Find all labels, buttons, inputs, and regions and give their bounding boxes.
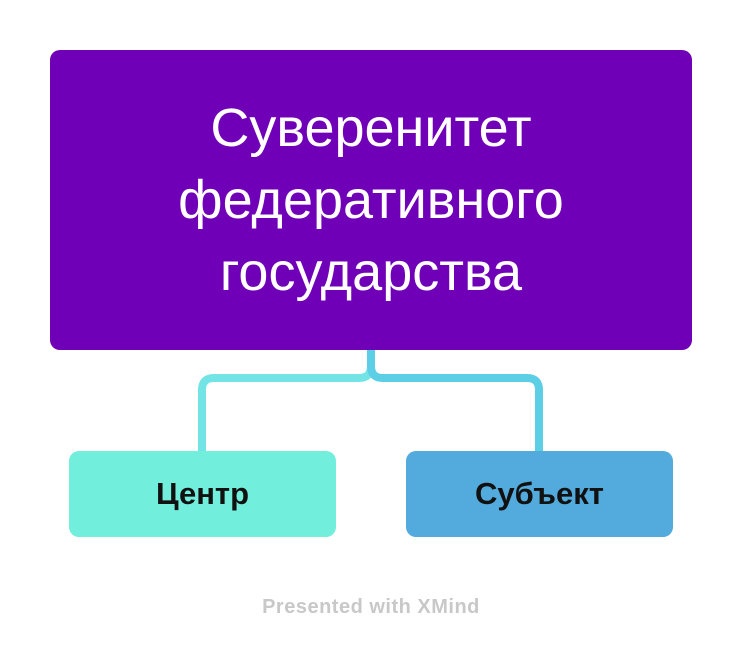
child-topic-subject-label: Субъект	[475, 476, 604, 511]
child-topic-subject[interactable]: Субъект	[406, 451, 673, 537]
child-topic-center[interactable]: Центр	[69, 451, 336, 537]
root-title-line-2: федеративного	[178, 170, 564, 230]
watermark: Presented with XMind	[262, 596, 480, 618]
connector-to-subject	[367, 350, 543, 451]
child-topic-center-label: Центр	[155, 476, 250, 511]
connector-to-center	[198, 350, 375, 451]
root-topic-title: Суверенитет федеративного государства	[178, 92, 564, 308]
root-topic[interactable]: Суверенитет федеративного государства	[50, 50, 692, 350]
root-title-line-3: государства	[219, 242, 523, 302]
root-title-line-1: Суверенитет	[210, 98, 532, 158]
